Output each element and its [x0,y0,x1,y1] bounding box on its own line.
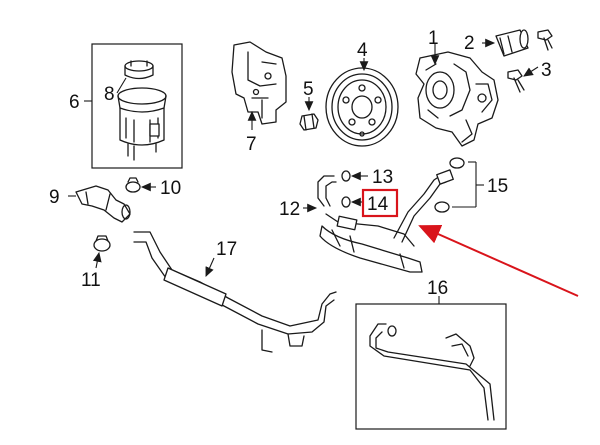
reservoir-group-box [91,43,183,169]
callout-6: 6 [69,92,80,113]
pump-pulley[interactable] [325,67,399,147]
callout-11: 11 [81,270,101,291]
callout-9: 9 [49,187,60,208]
callout-16: 16 [427,278,448,299]
leader-8 [116,77,127,94]
pump-mount-bolt-lower[interactable] [507,69,525,93]
reservoir-body[interactable] [117,87,167,161]
cooler-line[interactable] [133,231,337,353]
highlight-box [361,188,399,218]
callout-13: 13 [372,167,393,188]
callout-2: 2 [464,33,475,54]
callout-12: 12 [279,199,300,220]
return-line[interactable] [369,323,495,421]
hose-clamp-upper[interactable] [125,177,141,193]
reservoir-cap[interactable] [124,60,154,80]
callout-17: 17 [216,239,237,260]
pressure-hose[interactable] [317,169,454,273]
pump-mount-bolt-upper[interactable] [537,29,553,51]
suction-hose[interactable] [75,185,131,223]
pressure-fitting[interactable] [495,29,529,57]
leader-17 [205,257,215,278]
return-line-group-box [355,303,507,430]
return-line-group [355,296,507,430]
callout-4: 4 [357,40,368,61]
callout-5: 5 [303,79,314,100]
mount-bracket[interactable] [231,41,287,125]
red-pointer-arrow [418,224,579,297]
pulley-bolt[interactable] [299,113,319,131]
highlighted-part-14[interactable]: 14 [361,188,399,218]
leader-3 [523,66,539,77]
callout-10: 10 [160,178,181,199]
o-ring-14[interactable] [341,196,351,208]
o-ring-15-upper[interactable] [449,157,465,169]
power-steering-pump[interactable] [415,51,499,147]
reservoir-group [84,43,183,169]
leader-11 [92,251,102,269]
callout-7: 7 [246,134,257,155]
callout-14: 14 [367,194,389,215]
o-ring-13[interactable] [341,170,351,182]
hose-clamp-lower[interactable] [93,235,111,252]
callout-3: 3 [541,60,552,81]
callout-8: 8 [104,84,115,105]
callout-1: 1 [428,28,439,49]
o-ring-15-lower[interactable] [434,201,450,213]
callout-15: 15 [487,176,508,197]
